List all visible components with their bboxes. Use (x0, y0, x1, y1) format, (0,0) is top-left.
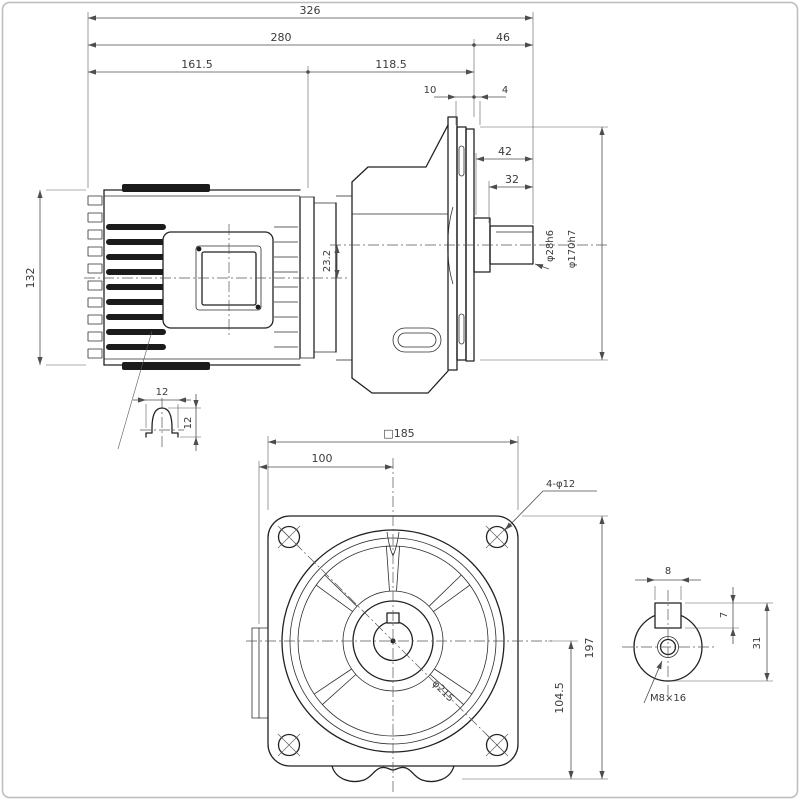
dim-shaft-key-length: 32 (505, 173, 519, 186)
bottom-fin-silhouette (122, 362, 210, 370)
dimension-arrowhead (385, 464, 393, 470)
bolt-hole (485, 733, 509, 757)
dimension-arrowhead (599, 516, 605, 524)
dim-overall-length: 326 (300, 4, 321, 17)
dimension-arrowhead (730, 595, 736, 603)
motor-fins (106, 224, 298, 350)
fan-cover (87, 189, 105, 366)
side-view: 326 280 46 161.5 118.5 10 4 42 32 132 23… (24, 4, 610, 394)
dimension-arrowhead (764, 673, 770, 681)
dimension-arrowhead (193, 437, 199, 445)
front-extension-lines (258, 436, 608, 780)
dimension-arrowhead (505, 522, 513, 530)
dimension-arrowhead (525, 156, 533, 162)
bolt-circle-diagonal (280, 528, 506, 754)
dim-shaft-with-key: 31 (752, 637, 763, 650)
dim-lug-height: 12 (183, 417, 194, 430)
dimension-arrowhead (178, 397, 186, 403)
dimension-arrowhead (489, 184, 497, 190)
motor-body (103, 184, 301, 370)
dimension-arrowhead (37, 190, 43, 198)
terminal-box-screw (255, 304, 261, 310)
adapter-rings (299, 195, 352, 361)
dimension-arrowhead (525, 184, 533, 190)
dimension-arrowhead (568, 641, 574, 649)
dimension-arrowhead (88, 42, 96, 48)
dimension-arrowhead (568, 771, 574, 779)
dimension-arrowhead (647, 577, 655, 583)
dim-flange-thickness: 4 (502, 85, 508, 96)
dim-flange-square: □185 (383, 427, 414, 440)
shaft-end-detail-view: 8 7 31 M8×16 (622, 566, 773, 704)
dimension-arrowhead (599, 352, 605, 360)
detail-leader-line (117, 330, 153, 450)
dimension-arrowhead (525, 15, 533, 21)
dimension-arrowhead (448, 94, 456, 100)
dimension-arrowhead (764, 603, 770, 611)
dim-key-height: 7 (719, 612, 730, 618)
dimension-arrowhead (88, 69, 96, 75)
dim-box-to-center: 100 (312, 452, 333, 465)
front-view: □185 100 4-φ12 φ215 197 104.5 (246, 427, 608, 792)
dimension-arrowhead (268, 439, 276, 445)
dimension-arrowhead (535, 264, 544, 270)
dimension-arrowhead (525, 42, 533, 48)
dim-motor-section: 161.5 (181, 58, 213, 71)
dimension-arrowhead (599, 771, 605, 779)
dimension-arrowhead (510, 439, 518, 445)
dimension-arrowhead (138, 397, 146, 403)
dimension-arrowhead (193, 400, 199, 408)
bolt-hole (485, 525, 509, 549)
label-spigot-diameter: φ170h7 (567, 230, 578, 268)
dim-shaft-extension: 46 (496, 31, 510, 44)
drain-boss (392, 327, 442, 353)
dim-body-to-flange: 280 (271, 31, 292, 44)
label-shaft-diameter: φ28h6 (545, 230, 556, 262)
dim-key-width: 8 (665, 566, 671, 577)
dimension-arrowhead (466, 69, 474, 75)
dimension-arrowhead (681, 577, 689, 583)
side-dimension-lines (37, 15, 605, 365)
dim-center-to-bottom: 104.5 (553, 682, 566, 714)
bolt-hole (277, 525, 301, 549)
dimension-arrowhead (599, 127, 605, 135)
terminal-box-edge-tab (251, 627, 269, 719)
dim-overall-height: 197 (583, 638, 596, 659)
top-fin-silhouette (122, 184, 210, 192)
dimension-arrowhead (334, 245, 340, 253)
lug-detail-view: 12 12 (117, 330, 201, 451)
dimension-arrowhead (480, 94, 488, 100)
side-extension-lines (46, 12, 608, 366)
dimension-arrowhead (88, 15, 96, 21)
terminal-box-screw (196, 246, 202, 252)
label-tapped-hole: M8×16 (650, 693, 686, 704)
bolt-hole (277, 733, 301, 757)
dim-motor-height: 132 (24, 268, 37, 289)
dimension-arrowhead (259, 464, 267, 470)
dimension-arrowhead (656, 661, 662, 670)
dimension-arrowhead (37, 357, 43, 365)
dimension-arrowhead (476, 156, 484, 162)
flange-slot (458, 145, 465, 177)
dimension-arrowhead (730, 628, 736, 636)
dimension-arrowhead (334, 270, 340, 278)
shaft-detail-dimension-lines (635, 577, 770, 704)
gear-housing (351, 124, 454, 394)
flange-slot (458, 313, 465, 345)
dim-lug-width: 12 (156, 387, 169, 398)
front-dimension-lines (259, 439, 605, 779)
dim-axis-offset: 23.2 (322, 250, 333, 272)
terminal-box (162, 224, 274, 338)
dim-shaft-length: 42 (498, 145, 512, 158)
top-fork-notch (386, 531, 394, 557)
label-mounting-holes: 4-φ12 (546, 479, 575, 490)
dim-gear-section: 118.5 (375, 58, 407, 71)
dim-spigot-depth: 10 (424, 85, 437, 96)
